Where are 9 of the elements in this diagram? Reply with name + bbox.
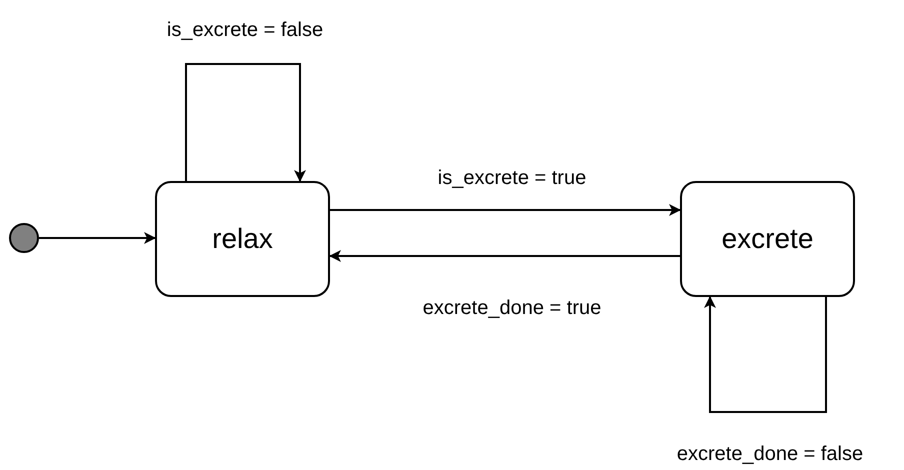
transition-arrow: [704, 296, 827, 413]
state-name: excrete: [722, 222, 814, 256]
state-box: [680, 181, 855, 297]
transition-arrow: [329, 250, 680, 262]
transition-arrow: [39, 232, 156, 244]
transition-arrow: [185, 63, 306, 182]
transition-arrow: [330, 204, 681, 216]
state-name: relax: [212, 222, 273, 256]
state-box: [155, 181, 330, 297]
